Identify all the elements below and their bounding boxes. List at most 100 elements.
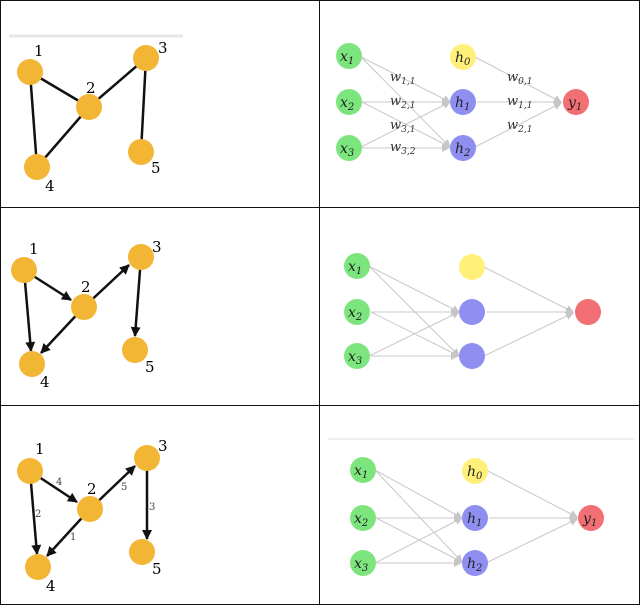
node-label-1: 1 <box>29 240 39 258</box>
node-label-3: 3 <box>158 437 168 455</box>
label-h2: h2 <box>455 141 470 159</box>
node-5 <box>122 337 148 363</box>
edge-h2-y1 <box>487 518 578 563</box>
hidden-node-h2 <box>462 550 488 576</box>
output-node-y1 <box>563 89 589 115</box>
weight-2-4: 1 <box>70 532 76 543</box>
weight-1-4: 2 <box>35 509 41 520</box>
arc-1-4 <box>22 269 36 352</box>
node-label-1: 1 <box>35 440 45 458</box>
node-1 <box>11 257 37 283</box>
label-x1: x1 <box>348 259 362 277</box>
arc-1-4 <box>28 470 42 555</box>
node-4 <box>25 554 51 580</box>
label-x3: x3 <box>340 141 354 159</box>
edge-h2-out <box>483 312 574 357</box>
node-label-3: 3 <box>158 39 168 57</box>
label-x2: x2 <box>354 511 368 529</box>
panel-neural-net-labeled: x1 x2 x3 h0 h1 h2 y1 <box>319 405 640 605</box>
input-node-x1 <box>344 253 370 279</box>
node-4 <box>19 351 45 377</box>
node-label-1: 1 <box>34 42 44 60</box>
node-label-5: 5 <box>151 159 161 177</box>
node-label-4: 4 <box>40 373 50 391</box>
input-node-x3 <box>344 343 370 369</box>
node-1 <box>17 458 43 484</box>
hidden-node-h1 <box>462 505 488 531</box>
node-5 <box>128 139 154 165</box>
output-node <box>575 299 601 325</box>
weight-3-5: 3 <box>149 502 155 513</box>
edge-x1-h1 <box>368 265 460 313</box>
node-label-2: 2 <box>81 278 91 296</box>
node-3 <box>133 45 159 71</box>
edge-2-4 <box>36 106 90 168</box>
edge-x1-h1 <box>374 469 463 519</box>
edge-x3-h1 <box>360 101 451 148</box>
nn-labeled-svg: x1 x2 x3 h0 h1 h2 y1 <box>328 438 634 576</box>
node-3 <box>134 445 160 471</box>
edge-x1-h1 <box>360 56 451 103</box>
panel-neural-net-unlabeled: x1 x2 x3 <box>319 207 640 406</box>
panel-directed-graph: 1 2 3 4 5 <box>0 207 320 406</box>
label-h0: h0 <box>455 50 471 68</box>
label-x2: x2 <box>348 305 362 323</box>
input-node-x3 <box>350 550 376 576</box>
undirected-graph-svg: 1 2 3 4 5 <box>9 34 183 195</box>
edge-h0-out <box>483 266 574 313</box>
panel-weighted-graph: 1 2 3 4 5 4 2 1 5 3 <box>0 405 320 605</box>
weight-w32: w3,2 <box>390 140 416 157</box>
weight-w21-input: w2,1 <box>390 94 415 111</box>
nn-unlabeled-svg: x1 x2 x3 <box>344 253 601 369</box>
edge-h0-y1 <box>487 470 578 518</box>
label-h0: h0 <box>467 464 483 482</box>
label-x2: x2 <box>340 95 354 113</box>
node-2 <box>71 294 97 320</box>
edge-x3-h1 <box>368 311 460 357</box>
label-x1: x1 <box>354 463 368 481</box>
node-label-2: 2 <box>87 480 97 498</box>
input-node-x1 <box>336 43 362 69</box>
hidden-node-1 <box>459 299 485 325</box>
arc-3-5 <box>130 256 143 337</box>
edge-3-5 <box>139 57 148 153</box>
input-node-x2 <box>336 89 362 115</box>
weight-w11-hidden: w1,1 <box>507 94 532 111</box>
node-label-5: 5 <box>145 358 155 376</box>
edge-x1-h2 <box>368 265 460 357</box>
label-y1: y1 <box>582 511 597 529</box>
node-2 <box>76 94 102 120</box>
label-h2: h2 <box>467 556 482 574</box>
input-node-x3 <box>336 135 362 161</box>
weight-w01: w0,1 <box>507 70 532 87</box>
weight-w21-hidden: w2,1 <box>507 118 532 135</box>
panel-neural-net-weights: x1 x2 x3 h0 h1 h2 y1 w1,1 w2,1 w3,1 w3,2… <box>319 0 640 208</box>
hidden-node-h2 <box>450 135 476 161</box>
node-5 <box>129 539 155 565</box>
label-x3: x3 <box>354 556 368 574</box>
hidden-node-2 <box>459 343 485 369</box>
node-label-4: 4 <box>46 577 56 595</box>
label-h1: h1 <box>467 511 482 529</box>
nn-weights-svg: x1 x2 x3 h0 h1 h2 y1 w1,1 w2,1 w3,1 w3,2… <box>336 43 589 161</box>
directed-graph-svg: 1 2 3 4 5 <box>11 238 162 391</box>
input-node-x2 <box>344 299 370 325</box>
weight-1-2: 4 <box>56 477 62 488</box>
label-y1: y1 <box>567 95 582 113</box>
weight-2-3: 5 <box>121 482 127 493</box>
edge-x3-h1 <box>374 517 463 564</box>
node-label-5: 5 <box>152 560 162 578</box>
node-label-2: 2 <box>86 79 96 97</box>
label-x3: x3 <box>348 349 362 367</box>
label-h1: h1 <box>455 95 470 113</box>
node-label-4: 4 <box>45 177 55 195</box>
bias-node-h0 <box>450 44 476 70</box>
node-3 <box>128 244 154 270</box>
weight-w11-input: w1,1 <box>390 70 415 87</box>
weight-w31: w3,1 <box>390 118 415 135</box>
edge-1-4 <box>28 71 39 168</box>
input-node-x1 <box>350 457 376 483</box>
edge-h0-y1 <box>474 56 562 103</box>
label-x1: x1 <box>340 49 354 67</box>
